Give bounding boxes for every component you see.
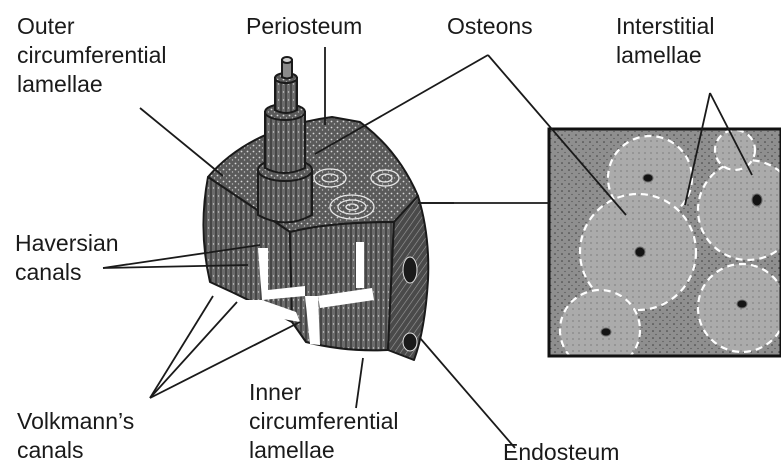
label-line: circumferential xyxy=(17,41,167,70)
label-osteons: Osteons xyxy=(447,12,533,41)
label-volkmanns-canals: Volkmann’s canals xyxy=(17,407,134,465)
label-inner-circumferential-lamellae: Inner circumferential lamellae xyxy=(249,378,399,465)
label-periosteum: Periosteum xyxy=(246,12,362,41)
label-line: canals xyxy=(15,258,119,287)
label-endosteum: Endosteum xyxy=(503,438,619,467)
label-interstitial-lamellae: Interstitial lamellae xyxy=(616,12,714,70)
label-outer-circumferential-lamellae: Outer circumferential lamellae xyxy=(17,12,167,99)
label-line: lamellae xyxy=(17,70,167,99)
label-haversian-canals: Haversian canals xyxy=(15,229,119,287)
label-line: Interstitial xyxy=(616,12,714,41)
label-line: Inner xyxy=(249,378,399,407)
label-line: lamellae xyxy=(249,436,399,465)
label-line: lamellae xyxy=(616,41,714,70)
label-line: Volkmann’s xyxy=(17,407,134,436)
label-line: Haversian xyxy=(15,229,119,258)
label-line: canals xyxy=(17,436,134,465)
wedge-front-face xyxy=(290,222,394,350)
label-line: Outer xyxy=(17,12,167,41)
lamellae-cylinders xyxy=(258,57,312,223)
label-line: circumferential xyxy=(249,407,399,436)
